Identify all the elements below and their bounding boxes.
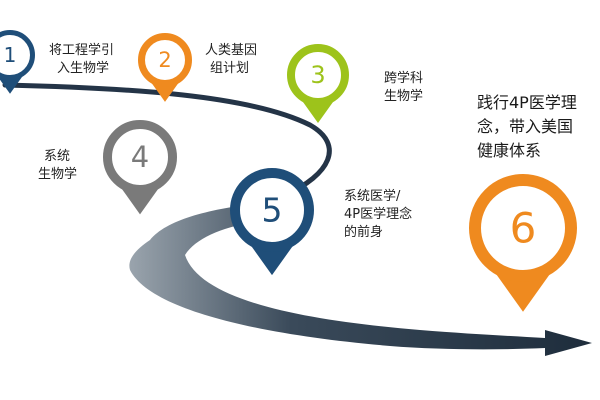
- step-5-pin-tail: [248, 242, 296, 276]
- step-3-pin-tail: [300, 99, 336, 124]
- step-3-pin-ring: [287, 44, 349, 106]
- step-2-number: 2: [158, 48, 171, 72]
- step-1-label: 将工程学引 入生物学: [49, 42, 114, 78]
- step-3-label: 跨学科 生物学: [384, 70, 423, 106]
- step-4-label: 系统 生物学: [38, 148, 77, 184]
- step-6-pin: 6: [469, 174, 577, 312]
- step-3-label-line-2: 生物学: [384, 89, 424, 104]
- step-5-label-line-1: 系统医学/: [344, 189, 401, 204]
- step-4-number: 4: [131, 140, 149, 174]
- step-6-label-line-2: 念，带入美国: [477, 117, 574, 136]
- step-3-label-line-1: 跨学科: [384, 71, 424, 86]
- step-4-pin: 4: [103, 120, 177, 215]
- step-4-label-line-2: 生物学: [38, 167, 78, 182]
- step-1-label-line-2: 入生物学: [57, 61, 110, 76]
- step-2-label-line-2: 组计划: [210, 61, 250, 76]
- step-2-label-line-1: 人类基因: [205, 43, 258, 58]
- step-4-pin-ring: [103, 120, 177, 194]
- route-lower-band: [129, 200, 592, 356]
- step-5-pin-ring: [230, 168, 314, 252]
- step-6-label-line-1: 践行4P医学理: [477, 93, 577, 112]
- step-5-number: 5: [262, 191, 283, 230]
- step-6-label-line-3: 健康体系: [477, 141, 542, 160]
- step-6-number: 6: [510, 204, 537, 253]
- step-2-pin: 2: [138, 33, 192, 102]
- step-5-label-line-2: 4P医学理念: [344, 207, 413, 222]
- step-4-pin-tail: [119, 185, 161, 215]
- step-1-label-line-1: 将工程学引: [49, 43, 115, 58]
- step-1-pin-ring: [0, 30, 35, 80]
- step-6-label: 践行4P医学理 念，带入美国 健康体系: [477, 91, 577, 163]
- step-3-number: 3: [310, 61, 325, 89]
- step-4-label-line-1: 系统: [44, 149, 71, 164]
- route-upper-dashed: [2, 82, 332, 198]
- step-1-pin: 1: [0, 30, 35, 94]
- step-2-pin-ring: [138, 33, 192, 87]
- step-5-pin: 5: [230, 168, 314, 276]
- step-5-label: 系统医学/ 4P医学理念 的前身: [344, 188, 412, 242]
- step-5-label-line-3: 的前身: [344, 225, 384, 240]
- step-2-label: 人类基因 组计划: [205, 42, 257, 78]
- step-6-pin-ring: [469, 174, 577, 282]
- step-2-pin-tail: [150, 81, 180, 102]
- step-1-number: 1: [4, 43, 17, 67]
- step-6-pin-tail: [493, 270, 553, 312]
- step-3-pin: 3: [287, 44, 349, 124]
